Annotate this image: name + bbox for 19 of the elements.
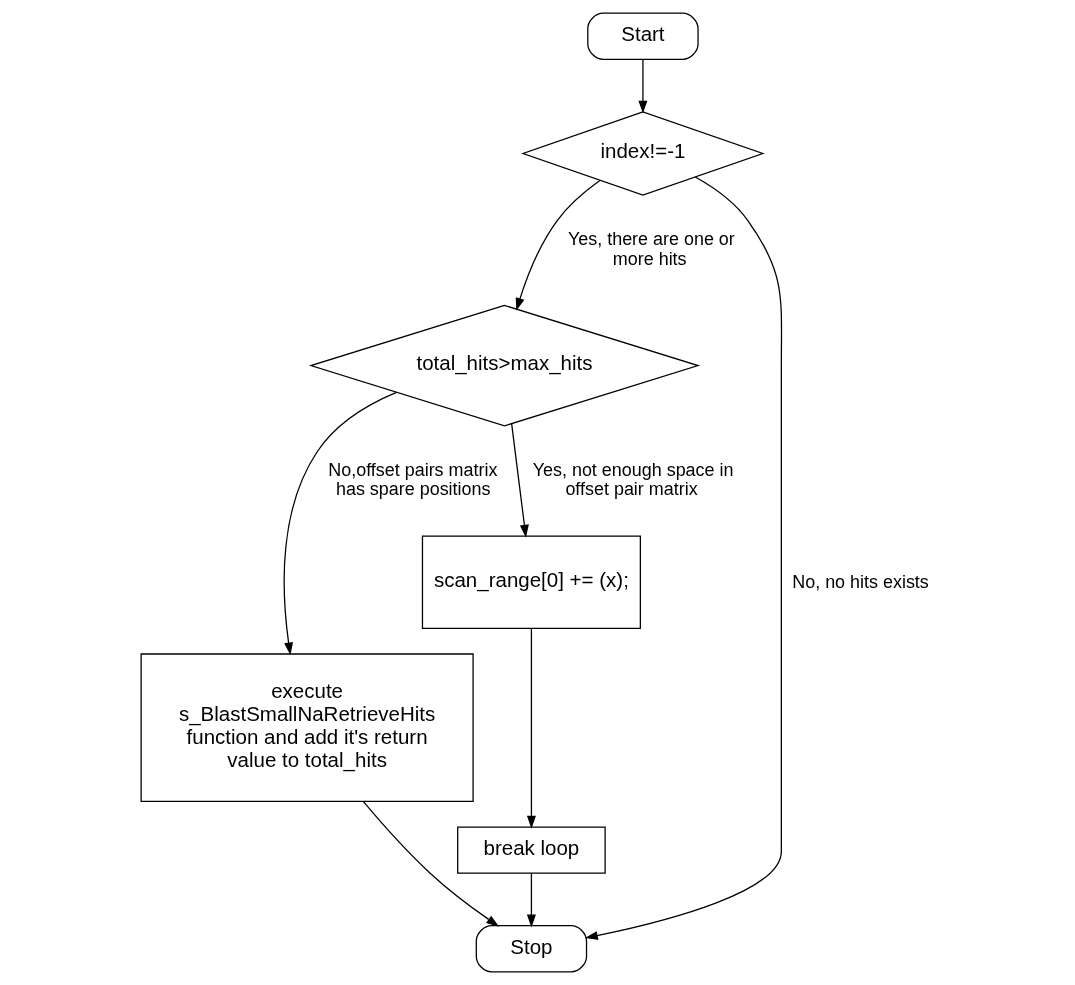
node-box: break loop	[457, 826, 606, 874]
arrow	[526, 627, 536, 829]
edge-label: No,offset pairs matrix has spare positions	[328, 460, 498, 500]
node-diamond: total_hits>max_hits	[308, 304, 701, 427]
edge-label: Yes, not enough space in offset pair matrix	[532, 460, 734, 500]
node-box: scan_range[0] += (x);	[421, 535, 641, 629]
arrow	[515, 179, 601, 311]
arrow	[638, 58, 648, 114]
node-box: execute s_BlastSmallNaRetrieveHits function and add it's return value to total_hits	[140, 653, 474, 803]
arrow	[362, 800, 500, 927]
edge-label: Yes, there are one or more hits	[567, 229, 735, 269]
edge-label: No, no hits exists	[792, 571, 929, 592]
arrow	[585, 176, 783, 940]
node-box: Start	[587, 12, 699, 60]
arrow	[283, 391, 398, 656]
arrow	[526, 872, 536, 928]
node-diamond: index!=-1	[521, 111, 765, 196]
arrow	[511, 423, 529, 538]
node-box: Stop	[475, 925, 588, 973]
